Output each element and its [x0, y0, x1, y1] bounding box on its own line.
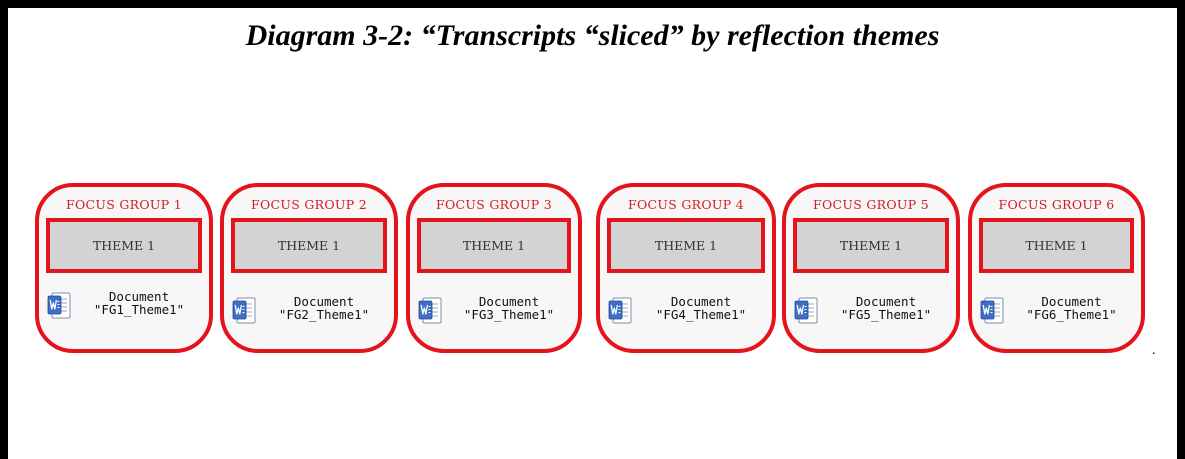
theme-label: THEME 1	[462, 238, 526, 253]
document-label: Document	[108, 289, 170, 304]
document-name: Document "FG3_Theme1"	[446, 295, 572, 321]
theme-box: THEME 1	[231, 218, 387, 273]
document-name: Document "FG4_Theme1"	[636, 295, 766, 321]
document-entry: Document "FG6_Theme1"	[980, 295, 1135, 329]
document-entry: Document "FG1_Theme1"	[47, 290, 203, 324]
document-filename: "FG5_Theme1"	[840, 307, 932, 322]
document-label: Document	[1041, 294, 1102, 309]
document-entry: Document "FG5_Theme1"	[794, 295, 950, 329]
theme-box: THEME 1	[417, 218, 571, 273]
document-entry: Document "FG4_Theme1"	[608, 295, 766, 329]
theme-box: THEME 1	[793, 218, 949, 273]
document-filename: "FG2_Theme1"	[278, 307, 370, 322]
theme-label: THEME 1	[1025, 238, 1088, 253]
word-document-icon	[418, 297, 442, 324]
focus-group-label: FOCUS GROUP 3	[436, 197, 552, 212]
document-name: Document "FG1_Theme1"	[75, 290, 203, 316]
theme-box: THEME 1	[46, 218, 202, 273]
theme-label: THEME 1	[839, 238, 903, 253]
word-document-icon	[794, 297, 818, 324]
document-name: Document "FG6_Theme1"	[1008, 295, 1135, 321]
document-name: Document "FG2_Theme1"	[260, 295, 388, 321]
focus-group-label: FOCUS GROUP 1	[66, 197, 182, 212]
document-filename: "FG1_Theme1"	[93, 302, 185, 317]
word-document-icon	[608, 297, 632, 324]
theme-label: THEME 1	[654, 238, 718, 253]
focus-group-card-1: FOCUS GROUP 1 THEME 1 Document "FG1_Them…	[35, 183, 213, 353]
theme-box: THEME 1	[979, 218, 1134, 273]
word-document-icon	[47, 292, 71, 319]
word-document-icon	[980, 297, 1004, 324]
focus-group-label: FOCUS GROUP 2	[251, 197, 367, 212]
document-label: Document	[670, 294, 732, 309]
document-entry: Document "FG3_Theme1"	[418, 295, 572, 329]
document-filename: "FG3_Theme1"	[463, 307, 555, 322]
document-name: Document "FG5_Theme1"	[822, 295, 950, 321]
document-filename: "FG4_Theme1"	[655, 307, 747, 322]
document-filename: "FG6_Theme1"	[1026, 307, 1117, 322]
focus-group-card-3: FOCUS GROUP 3 THEME 1 Document "FG3_Them…	[406, 183, 582, 353]
focus-group-card-2: FOCUS GROUP 2 THEME 1 Document "FG2_Them…	[220, 183, 398, 353]
focus-group-label: FOCUS GROUP 5	[813, 197, 929, 212]
focus-group-label: FOCUS GROUP 4	[628, 197, 744, 212]
focus-group-card-6: FOCUS GROUP 6 THEME 1 Document "FG6_Them…	[968, 183, 1145, 353]
word-document-icon	[232, 297, 256, 324]
document-label: Document	[293, 294, 355, 309]
document-entry: Document "FG2_Theme1"	[232, 295, 388, 329]
trailing-mark: .	[1152, 343, 1156, 358]
theme-label: THEME 1	[277, 238, 341, 253]
document-label: Document	[478, 294, 540, 309]
focus-group-card-4: FOCUS GROUP 4 THEME 1 Document "FG4_Them…	[596, 183, 776, 353]
diagram-title: Diagram 3-2: “Transcripts “sliced” by re…	[245, 19, 940, 52]
theme-box: THEME 1	[607, 218, 765, 273]
focus-group-card-5: FOCUS GROUP 5 THEME 1 Document "FG5_Them…	[782, 183, 960, 353]
theme-label: THEME 1	[92, 238, 156, 253]
focus-group-label: FOCUS GROUP 6	[998, 197, 1115, 212]
document-label: Document	[855, 294, 917, 309]
